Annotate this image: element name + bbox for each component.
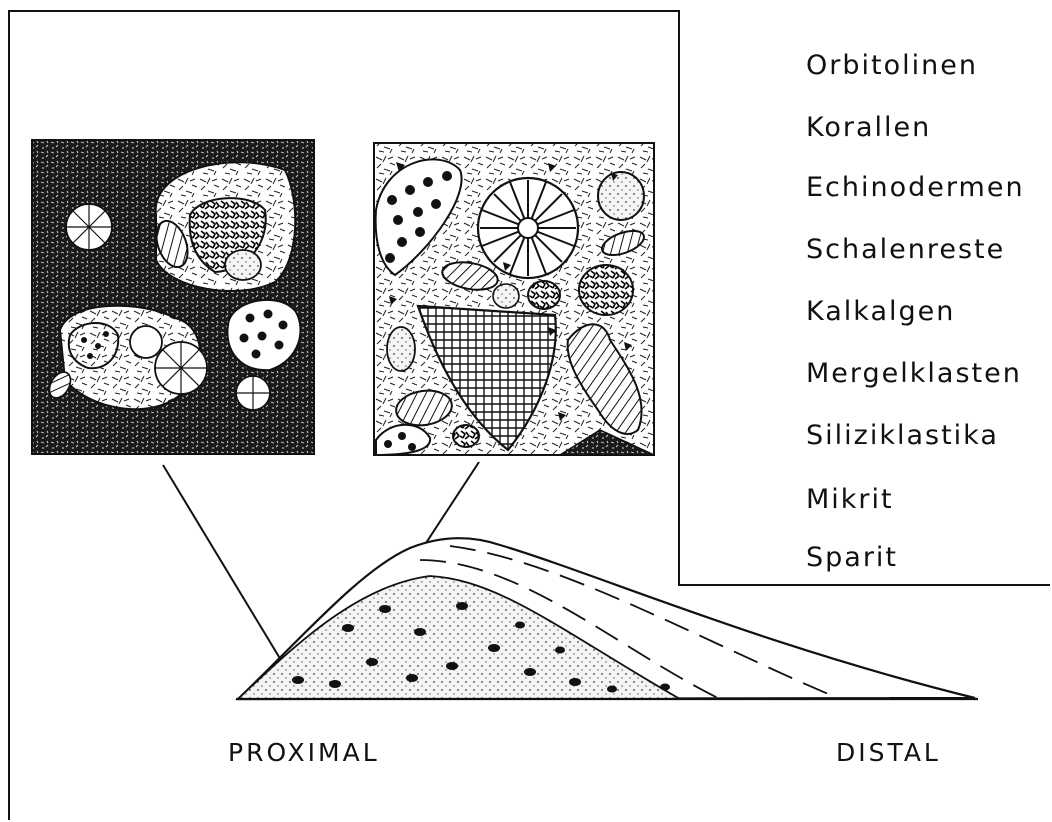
legend-label-siliziklastika: Siliziklastika — [806, 420, 999, 451]
legend: Orbitolinen Korallen Echinodermen Schale… — [678, 10, 1050, 586]
legend-label-mergelklasten: Mergelklasten — [806, 358, 1022, 389]
micrite-sample-panel — [32, 140, 314, 454]
legend-label-mikrit: Mikrit — [806, 484, 894, 515]
legend-label-korallen: Korallen — [806, 112, 931, 143]
legend-label-schalenreste: Schalenreste — [806, 234, 1005, 265]
legend-label-kalkalgen: Kalkalgen — [806, 296, 955, 327]
legend-label-echinodermen: Echinodermen — [806, 172, 1025, 203]
proximal-connector-line — [163, 465, 293, 680]
sparite-sample-panel — [374, 143, 654, 455]
legend-label-sparit: Sparit — [806, 542, 898, 573]
legend-label-orbitolinen: Orbitolinen — [806, 50, 978, 81]
proximal-label: PROXIMAL — [228, 738, 380, 767]
distal-label: DISTAL — [836, 738, 941, 767]
